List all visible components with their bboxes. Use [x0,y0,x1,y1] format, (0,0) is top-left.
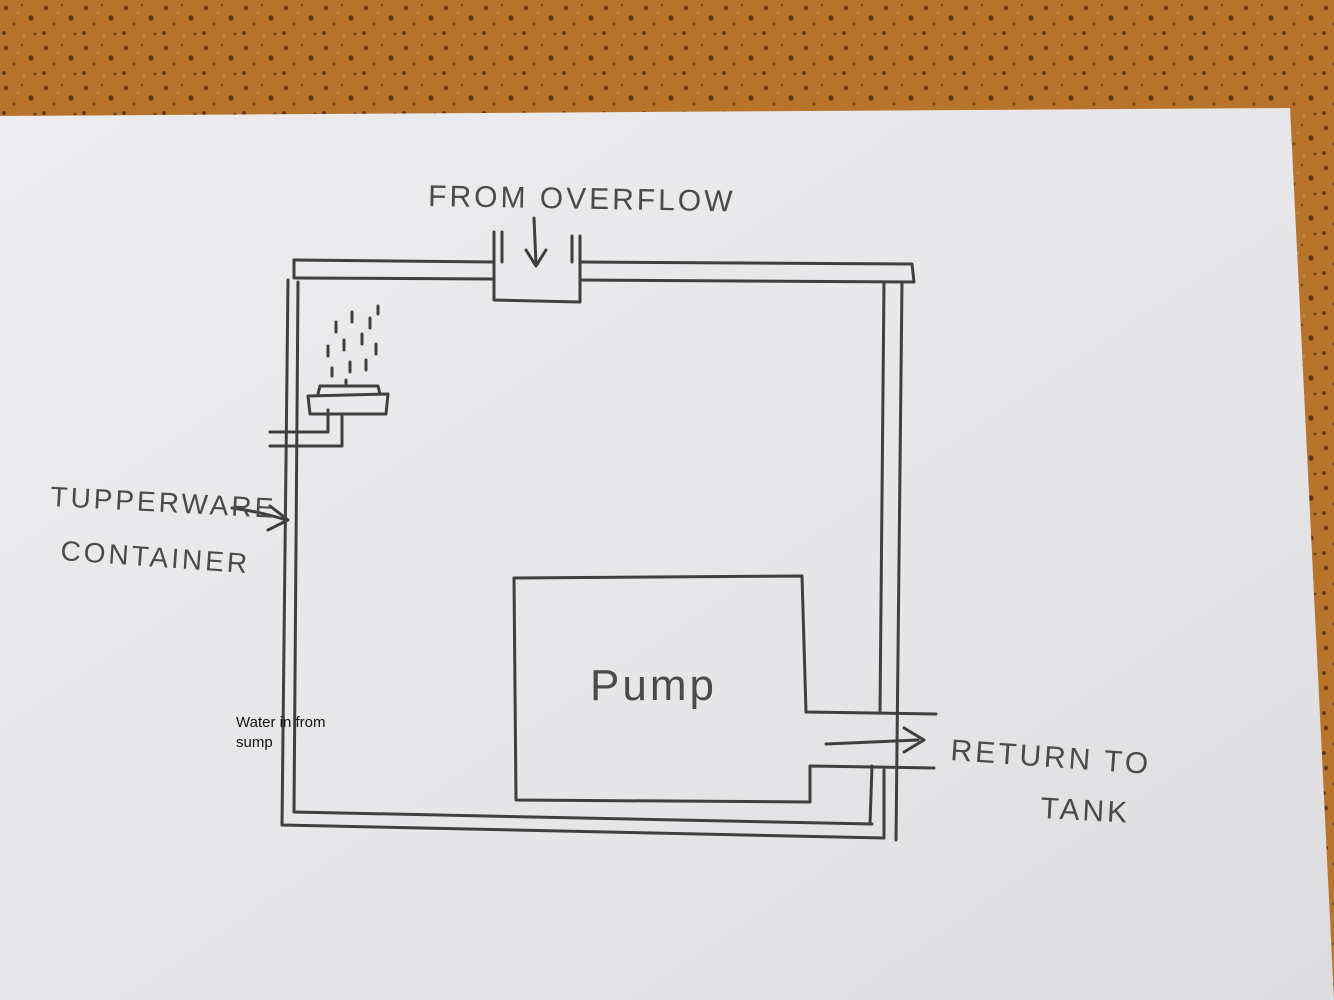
paper-sheet [0,108,1334,1000]
return-arrow [824,726,926,754]
water-in-note: Water in from sump [236,714,326,751]
return-label-line2: TANK [1040,792,1131,830]
container-wall [280,258,916,842]
pump-label: Pump [590,661,717,710]
pump-box [512,574,938,804]
sump-diagram [230,216,938,842]
overflow-inlet [492,216,582,304]
tupperware-arrow [230,504,290,532]
from-overflow-label: FROM OVERFLOW [428,180,736,218]
spray-bar [268,304,390,448]
